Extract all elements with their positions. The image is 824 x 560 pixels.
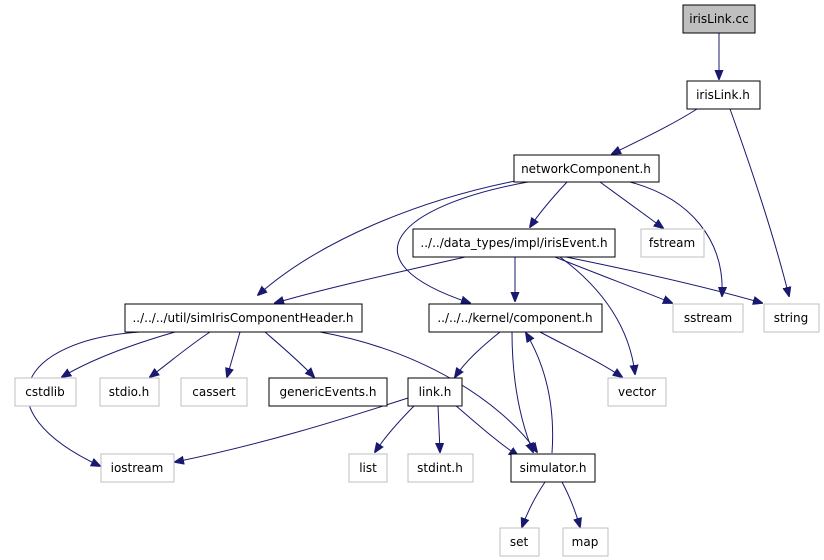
- node-cassert[interactable]: cassert: [180, 377, 248, 407]
- node-label: irisLink.cc: [689, 12, 748, 26]
- node-label: cstdlib: [25, 385, 64, 399]
- edges: [27, 33, 789, 527]
- node-simulator-h[interactable]: simulator.h: [510, 453, 596, 483]
- edge-componenth-to-simulatorh: [511, 331, 533, 452]
- node-label: string: [774, 311, 808, 325]
- edge-simulatorh-to-set: [522, 481, 546, 527]
- node-label: list: [359, 461, 377, 475]
- edge-linkh-to-list: [375, 404, 416, 452]
- node-irislink-h[interactable]: irisLink.h: [686, 80, 761, 110]
- node-link-h[interactable]: link.h: [407, 377, 463, 407]
- node-vector[interactable]: vector: [607, 377, 667, 407]
- node-label: fstream: [649, 236, 695, 250]
- node-iriseventh[interactable]: ../../data_types/impl/irisEvent.h: [412, 228, 616, 258]
- edge-linkh-to-stdinth: [438, 404, 440, 452]
- edge-simiriscomponentheader-to-stdioh: [150, 331, 211, 377]
- node-label: irisLink.h: [696, 88, 750, 102]
- node-label: networkComponent.h: [521, 162, 651, 176]
- node-component-h[interactable]: ../../../kernel/component.h: [428, 303, 603, 333]
- edge-simulatorh-to-componenth: [526, 333, 554, 454]
- node-networkcomponent-h[interactable]: networkComponent.h: [513, 154, 660, 183]
- node-irislink-cc[interactable]: irisLink.cc: [682, 4, 756, 34]
- node-string[interactable]: string: [763, 303, 820, 333]
- edge-networkcomponent-to-simiriscomponentheader: [258, 180, 516, 295]
- node-label: ../../../kernel/component.h: [437, 311, 592, 325]
- node-map[interactable]: map: [562, 527, 609, 557]
- edge-linkh-to-iostream: [175, 397, 409, 462]
- node-set[interactable]: set: [499, 527, 540, 557]
- node-label: ../../data_types/impl/irisEvent.h: [420, 236, 607, 250]
- node-label: sstream: [684, 311, 732, 325]
- node-label: iostream: [111, 461, 164, 475]
- edge-iriseventh-to-string: [565, 256, 762, 303]
- edge-iriseventh-to-simiriscomponentheader: [275, 256, 466, 303]
- edge-iriseventh-to-vector: [559, 256, 635, 374]
- node-stdint-h[interactable]: stdint.h: [407, 453, 474, 483]
- edge-simiriscomponentheader-to-cstdlib: [62, 331, 176, 377]
- edge-simiriscomponentheader-to-genericeventsh: [264, 331, 314, 377]
- node-simiriscomponentheader-h[interactable]: ../../../util/simIrisComponentHeader.h: [124, 303, 363, 333]
- node-cstdlib[interactable]: cstdlib: [14, 377, 77, 407]
- edge-componenth-to-vector: [539, 331, 622, 377]
- nodes: irisLink.cc irisLink.h networkComponent.…: [14, 4, 820, 557]
- edge-linkh-to-simulatorh: [454, 404, 518, 456]
- node-label: genericEvents.h: [280, 385, 377, 399]
- edge-irislinkh-to-string: [729, 108, 789, 296]
- node-label: simulator.h: [520, 461, 587, 475]
- node-label: stdint.h: [417, 461, 463, 475]
- edge-networkcomponent-to-componenth: [397, 181, 529, 303]
- node-label: set: [510, 535, 529, 549]
- node-label: vector: [618, 385, 656, 399]
- edge-simulatorh-to-map: [561, 481, 580, 527]
- edge-networkcomponent-to-sstream: [629, 181, 722, 296]
- node-sstream[interactable]: sstream: [672, 303, 744, 333]
- node-genericevents-h[interactable]: genericEvents.h: [268, 377, 388, 407]
- edge-networkcomponent-to-iriseventh: [530, 181, 568, 227]
- node-label: ../../../util/simIrisComponentHeader.h: [132, 311, 353, 325]
- node-fstream[interactable]: fstream: [640, 228, 705, 258]
- edge-componenth-to-linkh: [455, 331, 501, 377]
- edge-irislinkh-to-networkcomponenth: [612, 108, 698, 154]
- node-iostream[interactable]: iostream: [100, 453, 175, 483]
- node-label: link.h: [419, 385, 452, 399]
- edge-simiriscomponentheader-to-cassert: [227, 331, 241, 377]
- node-stdio-h[interactable]: stdio.h: [99, 377, 160, 407]
- edge-networkcomponent-to-fstream: [599, 181, 663, 228]
- node-label: stdio.h: [109, 385, 149, 399]
- edge-iriseventh-to-sstream: [554, 256, 672, 303]
- node-list[interactable]: list: [348, 453, 388, 483]
- node-label: cassert: [192, 385, 236, 399]
- node-label: map: [572, 535, 599, 549]
